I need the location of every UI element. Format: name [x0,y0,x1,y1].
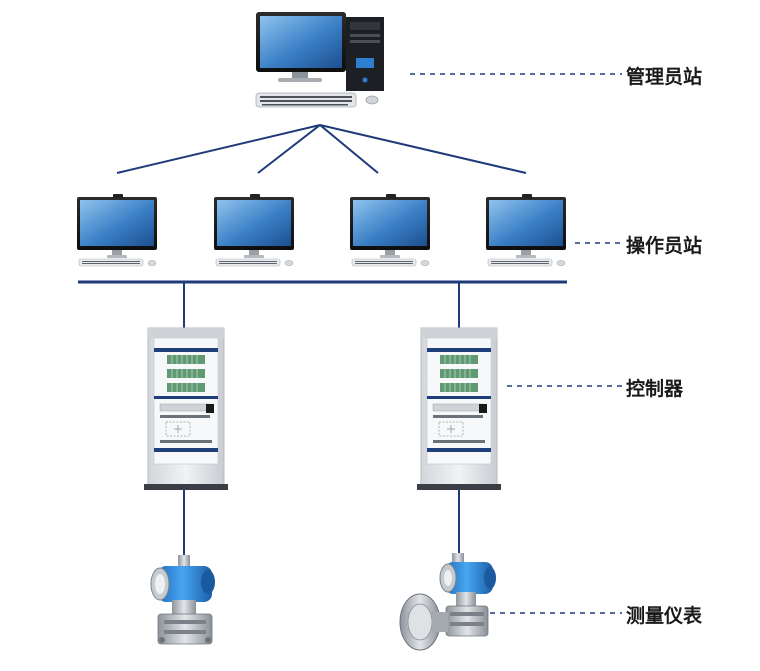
monitor-keyboard-icon [76,193,567,267]
instrument-label: 测量仪表 [626,605,703,627]
desktop-computer-icon [255,12,384,108]
pressure-transmitter-icon [150,553,496,651]
operator-station-label: 操作员站 [626,235,703,257]
leader-lines [410,73,622,614]
controller-label: 控制器 [626,378,684,400]
admin-station-label: 管理员站 [626,66,703,88]
network-lines [78,124,567,560]
control-cabinet-icon [143,327,502,491]
